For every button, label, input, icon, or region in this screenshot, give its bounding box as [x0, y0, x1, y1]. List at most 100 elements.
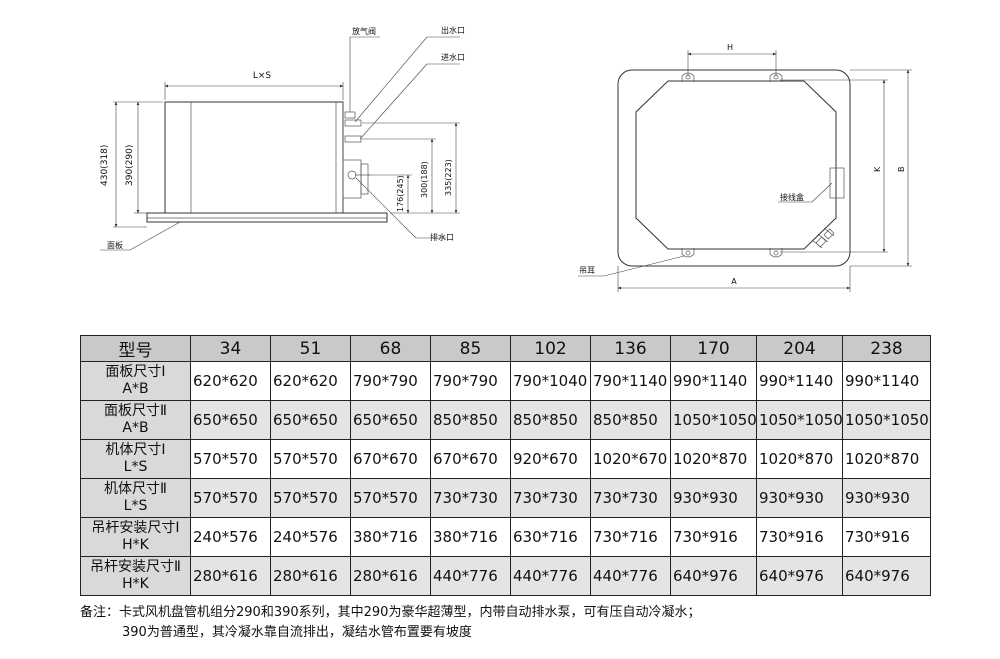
model-col-header: 136 — [590, 335, 671, 362]
table-cell: 570*570 — [350, 478, 431, 518]
side-view: L×S 430(318) 390(290) 176(245) 300(188) … — [100, 25, 465, 251]
model-col-header: 68 — [350, 335, 431, 362]
junction-box — [829, 167, 845, 199]
model-header: 型号 — [80, 335, 191, 362]
table-cell: 640*976 — [842, 556, 931, 596]
row-header-name: 机体尺寸Ⅰ — [105, 442, 166, 458]
table-cell: 730*916 — [842, 517, 931, 557]
table-cell: 730*916 — [670, 517, 757, 557]
table-cell: 730*916 — [756, 517, 843, 557]
table-cell: 730*730 — [430, 478, 511, 518]
table-cell: 570*570 — [270, 439, 351, 479]
model-col-header: 170 — [670, 335, 757, 362]
table-cell: 990*1140 — [670, 361, 757, 401]
table-cell: 650*650 — [190, 400, 271, 440]
table-cell: 790*1140 — [590, 361, 671, 401]
dim-a-label: A — [731, 277, 737, 286]
table-cell: 570*570 — [270, 478, 351, 518]
table-cell: 440*776 — [590, 556, 671, 596]
table-cell: 850*850 — [430, 400, 511, 440]
table-cell: 240*576 — [190, 517, 271, 557]
dim-h-label: H — [727, 43, 733, 52]
technical-drawing: L×S 430(318) 390(290) 176(245) 300(188) … — [100, 25, 912, 292]
table-cell: 1020*670 — [590, 439, 671, 479]
table-cell: 790*790 — [350, 361, 431, 401]
table-cell: 930*930 — [756, 478, 843, 518]
dim-drain-height-label: 176(245) — [396, 175, 405, 212]
table-cell: 620*620 — [270, 361, 351, 401]
table-cell: 730*716 — [590, 517, 671, 557]
table-cell: 1050*1050 — [756, 400, 843, 440]
model-col-header: 85 — [430, 335, 511, 362]
table-cell: 1020*870 — [670, 439, 757, 479]
model-col-header: 51 — [270, 335, 351, 362]
dim-300-label: 300(188) — [420, 161, 429, 198]
table-cell: 620*620 — [190, 361, 271, 401]
water-out-label: 出水口 — [441, 25, 465, 35]
unit-body — [164, 101, 344, 214]
row-header-name: 吊杆安装尺寸Ⅱ — [90, 559, 181, 575]
table-cell: 670*670 — [350, 439, 431, 479]
row-header-dims: L*S — [123, 459, 148, 475]
table-cell: 440*776 — [510, 556, 591, 596]
table-cell: 670*670 — [430, 439, 511, 479]
table-cell: 640*976 — [756, 556, 843, 596]
note-line-1: 备注：卡式风机盘管机组分290和390系列，其中290为豪华超薄型，内带自动排水… — [80, 605, 701, 620]
table-cell: 380*716 — [430, 517, 511, 557]
dim-335-label: 335(223) — [444, 159, 453, 196]
row-header-name: 面板尺寸Ⅰ — [105, 364, 166, 380]
table-cell: 380*716 — [350, 517, 431, 557]
row-header-dims: L*S — [123, 498, 148, 514]
table-cell: 730*730 — [510, 478, 591, 518]
row-header-dims: H*K — [122, 576, 149, 592]
model-col-header: 238 — [842, 335, 931, 362]
row-header-dims: A*B — [122, 420, 149, 436]
table-cell: 280*616 — [270, 556, 351, 596]
junction-box-label: 接线盒 — [780, 192, 804, 202]
model-col-header: 204 — [756, 335, 843, 362]
row-header-dims: A*B — [122, 381, 149, 397]
table-cell: 930*930 — [842, 478, 931, 518]
dim-b-label: B — [897, 167, 906, 173]
notes: 备注：卡式风机盘管机组分290和390系列，其中290为豪华超薄型，内带自动排水… — [80, 603, 700, 643]
dim-height-body-label: 390(290) — [125, 145, 135, 186]
table-cell: 440*776 — [430, 556, 511, 596]
note-line-2: 390为普通型，其冷凝水靠自流排出，凝结水管布置要有坡度 — [122, 625, 472, 640]
bleed-valve — [344, 111, 356, 119]
table-cell: 650*650 — [270, 400, 351, 440]
table-cell: 1050*1050 — [842, 400, 931, 440]
table-cell: 990*1140 — [842, 361, 931, 401]
table-cell: 1050*1050 — [670, 400, 757, 440]
table-cell: 280*616 — [350, 556, 431, 596]
panel-label: 面板 — [107, 240, 123, 250]
table-header-row: 型号 34 51 68 85 102 136 170 204 238 — [80, 335, 931, 362]
hanger-label: 吊耳 — [579, 266, 595, 275]
model-col-header: 102 — [510, 335, 591, 362]
table-cell: 650*650 — [350, 400, 431, 440]
panel-outline — [617, 69, 851, 267]
table-cell: 930*930 — [670, 478, 757, 518]
dim-k-label: K — [873, 166, 882, 172]
dim-height-total-label: 430(318) — [100, 145, 110, 186]
table-cell: 240*576 — [270, 517, 351, 557]
table-cell: 850*850 — [590, 400, 671, 440]
top-view: H K B A 接线盒 吊耳 — [578, 43, 912, 292]
unit-outline — [635, 80, 837, 250]
table-cell: 640*976 — [670, 556, 757, 596]
table-cell: 990*1140 — [756, 361, 843, 401]
drain-label: 排水口 — [430, 232, 454, 242]
row-header-name: 面板尺寸Ⅱ — [104, 403, 167, 419]
table-cell: 280*616 — [190, 556, 271, 596]
row-header-name: 机体尺寸Ⅱ — [104, 481, 167, 497]
table-cell: 1020*870 — [756, 439, 843, 479]
table-cell: 920*670 — [510, 439, 591, 479]
